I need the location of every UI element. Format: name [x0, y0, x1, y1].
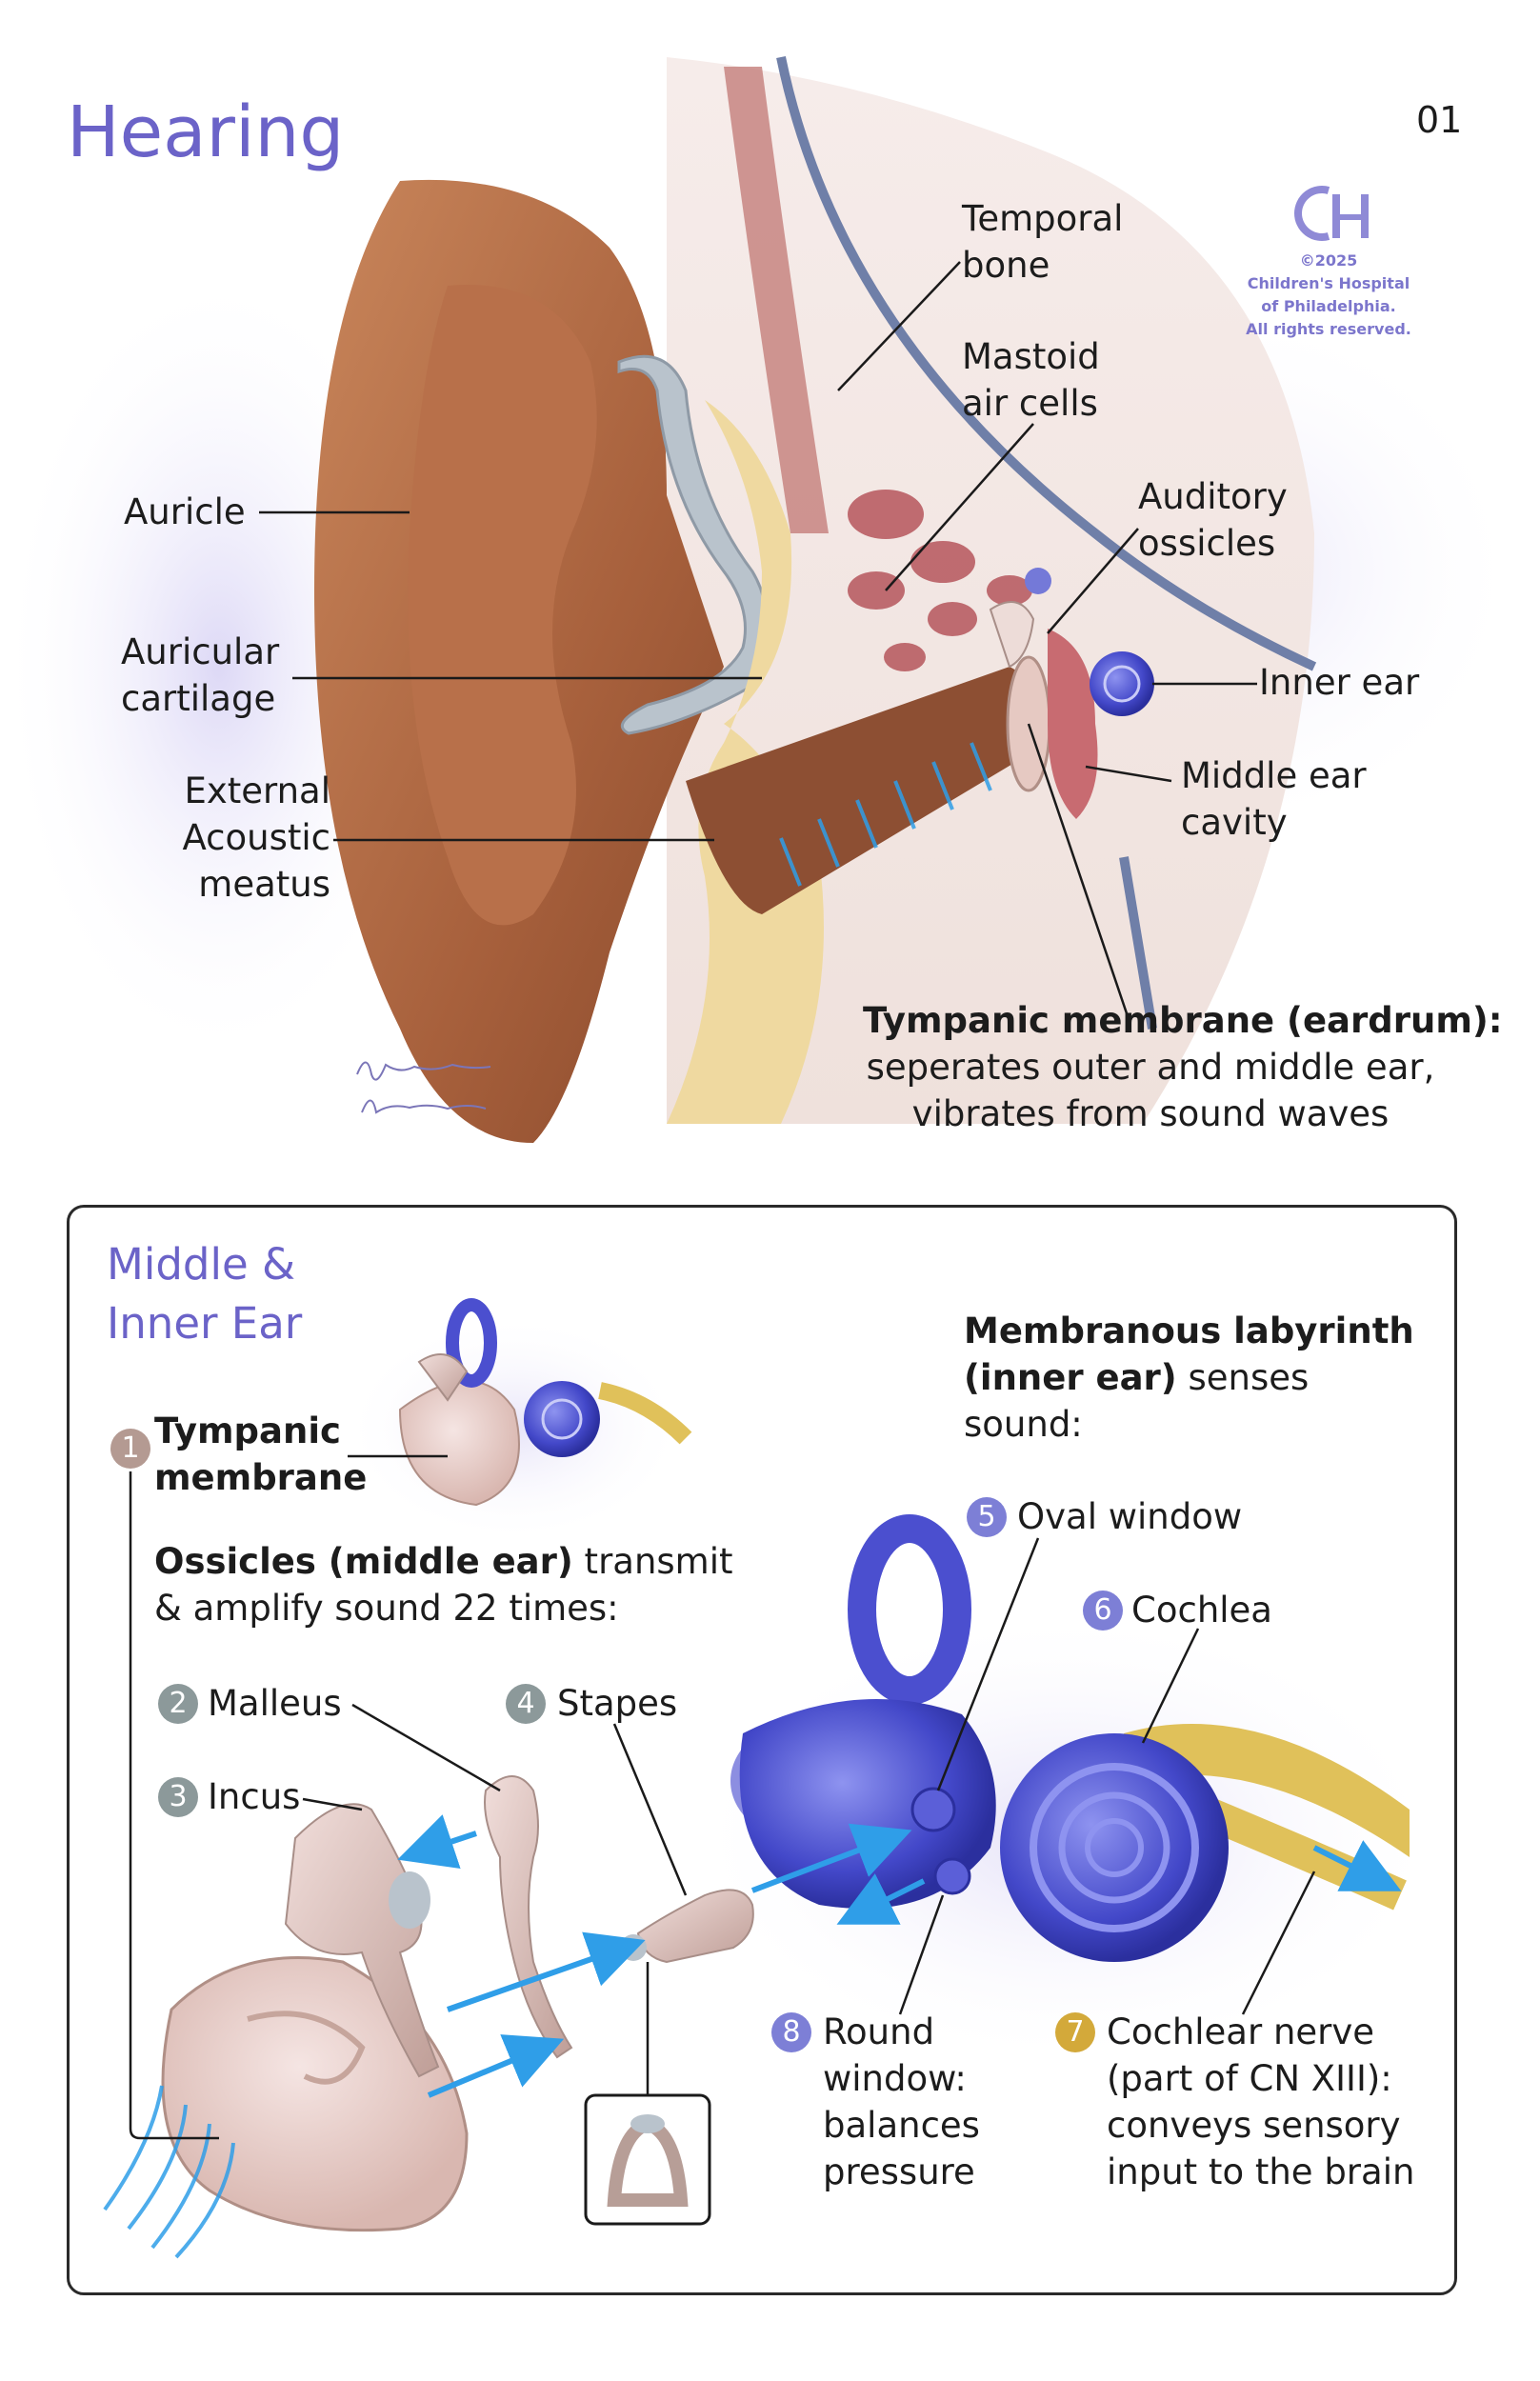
- badge-5: 5: [967, 1497, 1007, 1537]
- badge-1: 1: [110, 1429, 150, 1469]
- label-tympanic-membrane-title: Tympanic membrane (eardrum):: [863, 1000, 1503, 1041]
- badge-6: 6: [1083, 1591, 1123, 1631]
- artist-signature: [348, 1046, 500, 1131]
- label-oval-window: Oval window: [1017, 1496, 1243, 1537]
- label-cochlea: Cochlea: [1131, 1590, 1272, 1631]
- labyrinth-rest: senses sound:: [964, 1357, 1310, 1445]
- page-title: Hearing: [67, 91, 345, 173]
- badge-8: 8: [771, 2012, 811, 2052]
- chop-logo: [1290, 181, 1376, 248]
- ossicles-rest: transmit & amplify sound 22 times:: [154, 1541, 733, 1629]
- label-tympanic-membrane-desc: seperates outer and middle ear, vibrates…: [866, 1047, 1435, 1134]
- label-malleus: Malleus: [208, 1683, 342, 1724]
- label-cochlear-nerve: Cochlear nerve: [1107, 2011, 1375, 2052]
- label-auricular-cartilage: Auricular cartilage: [121, 631, 280, 719]
- badge-7: 7: [1055, 2012, 1095, 2052]
- round-window-description: balances pressure: [823, 2105, 980, 2192]
- copyright-notice: ©2025 Children's Hospital of Philadelphi…: [1246, 251, 1411, 338]
- label-auditory-ossicles: Auditory ossicles: [1138, 476, 1288, 564]
- label-middle-ear-cavity: Middle ear cavity: [1181, 755, 1367, 843]
- ossicles-bold: Ossicles (middle ear): [154, 1541, 573, 1582]
- label-round-window: Round window:: [823, 2011, 967, 2099]
- label-tympanic-membrane: Tympanic membrane: [154, 1411, 368, 1498]
- ear-cross-section: [0, 55, 1524, 1143]
- badge-3: 3: [158, 1777, 198, 1817]
- badge-2: 2: [158, 1684, 198, 1724]
- badge-4: 4: [506, 1684, 546, 1724]
- label-temporal-bone: Temporal bone: [962, 198, 1124, 286]
- logo-icon: [1294, 186, 1369, 241]
- inset-leader-lines: [129, 1454, 1316, 2140]
- upper-leader-lines: [259, 261, 1257, 1020]
- page-number: 01: [1416, 99, 1463, 141]
- cochlear-nerve-description: (part of CN XIII): conveys sensory input…: [1107, 2058, 1415, 2192]
- inset-panel: [67, 1205, 1457, 2295]
- label-external-acoustic-meatus: External Acoustic meatus: [182, 770, 331, 905]
- label-auricle: Auricle: [124, 491, 246, 532]
- inset-illustration: [103, 1298, 1448, 2259]
- label-mastoid-air-cells: Mastoid air cells: [962, 336, 1100, 424]
- labyrinth-bold: Membranous labyrinth (inner ear): [964, 1311, 1414, 1398]
- label-inner-ear: Inner ear: [1259, 662, 1420, 703]
- inset-title: Middle & Inner Ear: [107, 1239, 303, 1349]
- labyrinth-description: Membranous labyrinth (inner ear) senses …: [964, 1308, 1414, 1448]
- label-incus: Incus: [208, 1776, 301, 1817]
- ossicles-description: Ossicles (middle ear) transmit & amplify…: [154, 1538, 733, 1631]
- label-stapes: Stapes: [557, 1683, 678, 1724]
